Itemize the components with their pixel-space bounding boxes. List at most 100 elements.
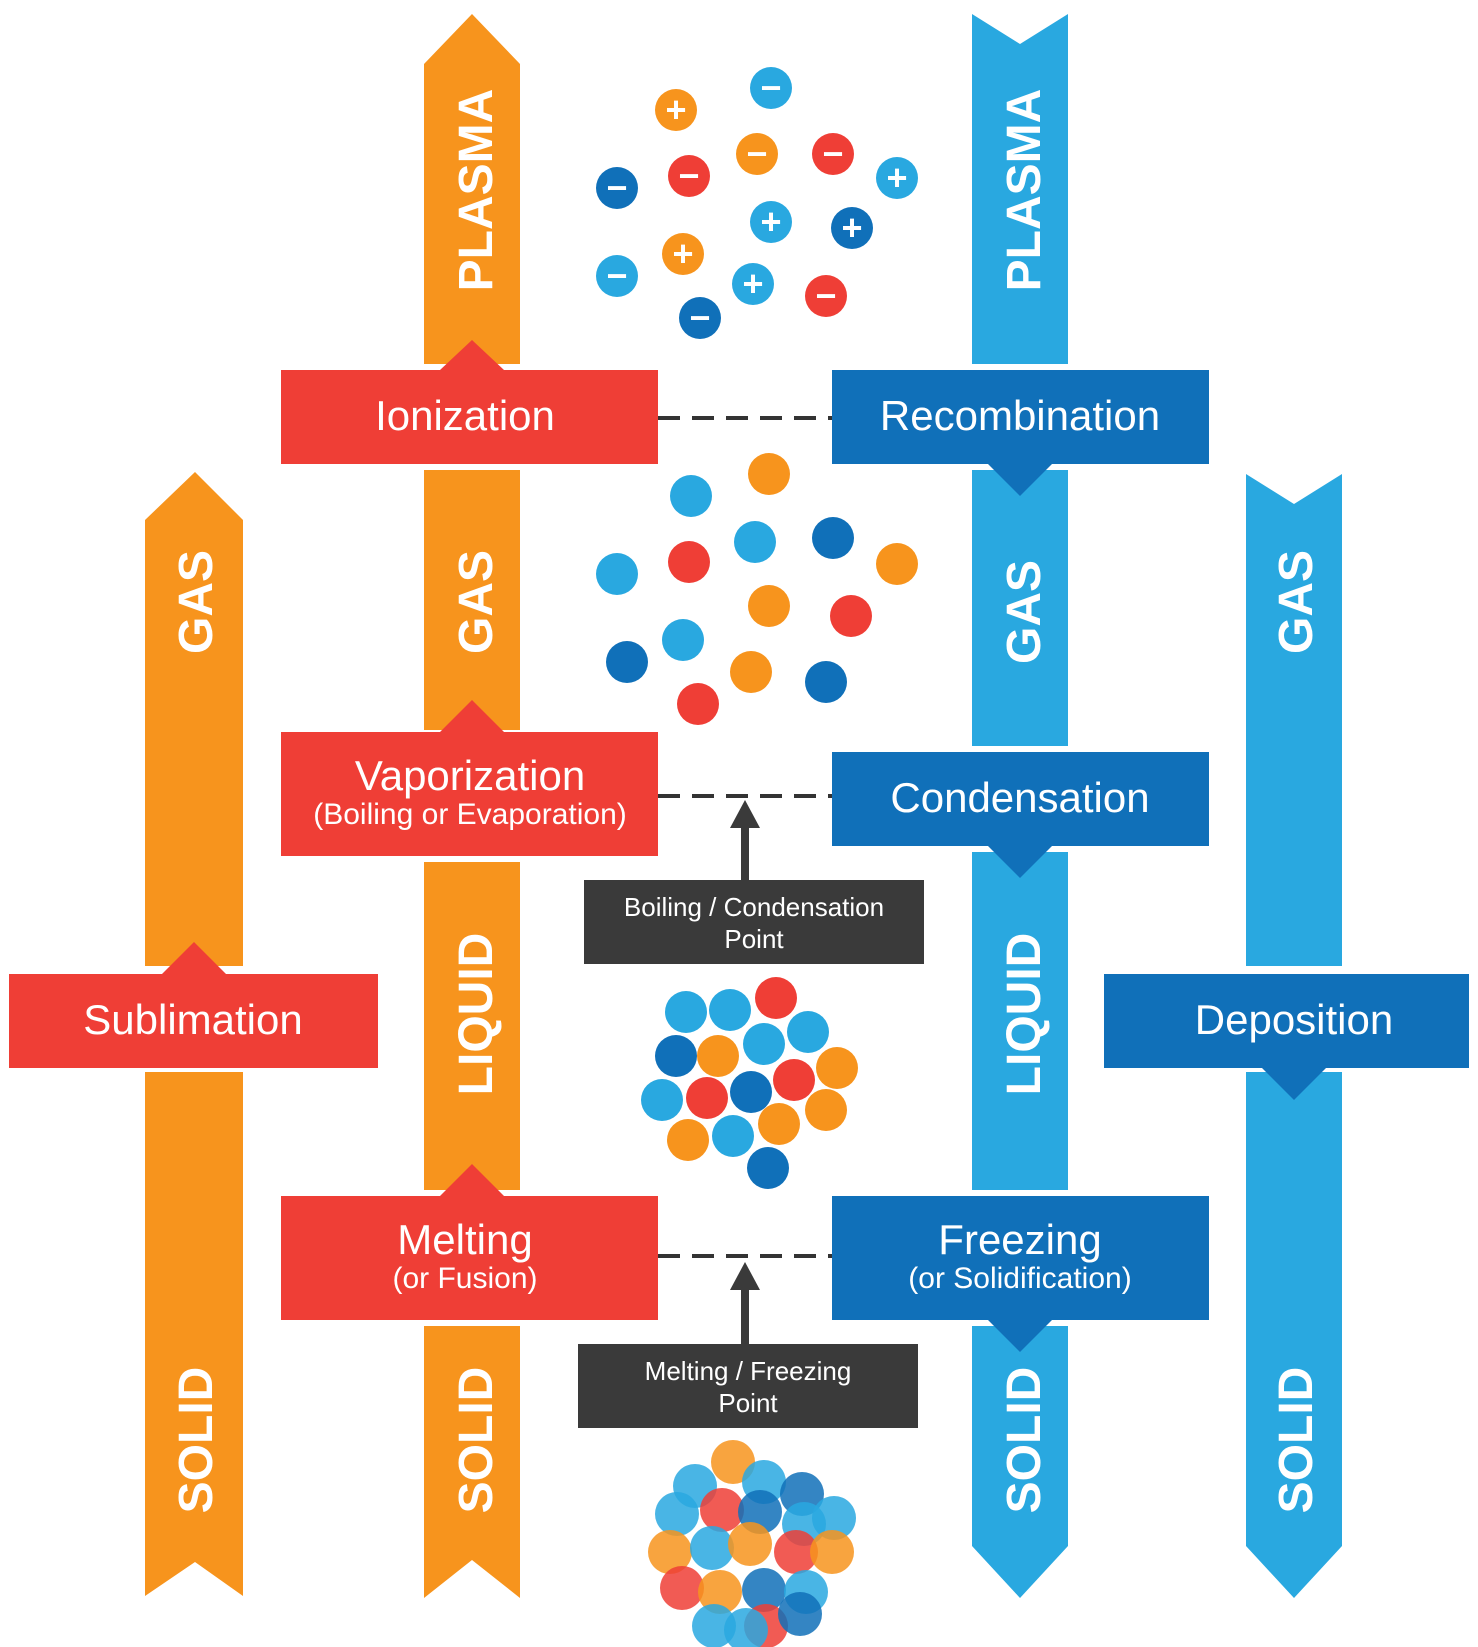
- liquid-particle: [787, 1011, 829, 1053]
- deposition-box: Deposition: [1104, 974, 1469, 1100]
- boiling-point-callout: Boiling / Condensation Point: [584, 800, 924, 964]
- ionization-label: Ionization: [375, 392, 555, 439]
- cooling-arrow-liquid: [972, 852, 1068, 1190]
- melting-point-line1: Melting / Freezing: [645, 1356, 852, 1386]
- plasma-ion: [831, 207, 873, 249]
- plasma-ion: [596, 167, 638, 209]
- plasma-ion: [805, 275, 847, 317]
- solid-particle: [698, 1570, 742, 1614]
- heating-arrow-solid: [424, 1326, 520, 1598]
- plasma-ion: [662, 233, 704, 275]
- melting-sublabel: (or Fusion): [392, 1262, 537, 1295]
- liquid-particle-cluster: [641, 977, 858, 1189]
- heating-arrow: PLASMA GAS LIQUID SOLID: [424, 14, 520, 1598]
- gas-particle: [730, 651, 772, 693]
- plasma-ion: [732, 263, 774, 305]
- negative-charge-sign: −: [606, 167, 627, 208]
- plasma-particle-cluster: +−−−−−+++−++−−: [596, 67, 918, 339]
- negative-charge-sign: −: [746, 133, 767, 174]
- gas-particle-cluster: [596, 453, 918, 725]
- gas-particle: [596, 553, 638, 595]
- plasma-ion: [876, 157, 918, 199]
- positive-charge-sign: +: [841, 207, 862, 248]
- cooling-arrow: PLASMA GAS LIQUID SOLID: [972, 14, 1068, 1598]
- gas-particle: [662, 619, 704, 661]
- plasma-ion: [750, 201, 792, 243]
- negative-charge-sign: −: [689, 297, 710, 338]
- condensation-label: Condensation: [890, 774, 1149, 821]
- recombination-label: Recombination: [880, 392, 1160, 439]
- gas-particle: [812, 517, 854, 559]
- state-label-solid-col4: SOLID: [1270, 1367, 1323, 1514]
- gas-particle: [748, 453, 790, 495]
- recombination-box: Recombination: [832, 370, 1209, 496]
- positive-charge-sign: +: [742, 263, 763, 304]
- solid-particle: [810, 1530, 854, 1574]
- liquid-particle: [743, 1023, 785, 1065]
- liquid-particle: [665, 991, 707, 1033]
- solid-particle-cluster: [648, 1440, 856, 1647]
- solid-particle: [728, 1522, 772, 1566]
- liquid-particle: [805, 1089, 847, 1131]
- gas-particle: [734, 521, 776, 563]
- state-label-plasma-col3: PLASMA: [998, 89, 1051, 292]
- state-label-solid-col2: SOLID: [450, 1367, 503, 1514]
- solid-particle: [660, 1566, 704, 1610]
- negative-charge-sign: −: [606, 255, 627, 296]
- state-label-gas-col1: GAS: [170, 550, 223, 654]
- condensation-box: Condensation: [832, 752, 1209, 878]
- melting-point-box: [578, 1344, 918, 1428]
- gas-particle: [670, 475, 712, 517]
- state-label-gas-col4: GAS: [1270, 550, 1323, 654]
- solid-particle: [812, 1496, 856, 1540]
- plasma-ion: [750, 67, 792, 109]
- deposition-arrow: GAS SOLID: [1246, 474, 1342, 1598]
- positive-charge-sign: +: [886, 157, 907, 198]
- gas-particle: [606, 641, 648, 683]
- solid-particle: [774, 1530, 818, 1574]
- plasma-ion: [736, 133, 778, 175]
- deposition-arrow-lower: [1246, 1072, 1342, 1598]
- liquid-particle: [758, 1103, 800, 1145]
- plasma-ion: [668, 155, 710, 197]
- liquid-particle: [712, 1115, 754, 1157]
- freezing-sublabel: (or Solidification): [908, 1262, 1131, 1295]
- negative-charge-sign: −: [822, 133, 843, 174]
- heating-arrow-liquid: [424, 862, 520, 1190]
- sublimation-box: Sublimation: [9, 942, 378, 1068]
- positive-charge-sign: +: [760, 201, 781, 242]
- freezing-label: Freezing: [938, 1216, 1101, 1263]
- vaporization-box: Vaporization (Boiling or Evaporation): [281, 700, 658, 856]
- liquid-particle: [730, 1071, 772, 1113]
- melting-point-callout: Melting / Freezing Point: [578, 1262, 918, 1428]
- solid-particle: [778, 1592, 822, 1636]
- negative-charge-sign: −: [760, 67, 781, 108]
- melting-box: Melting (or Fusion): [281, 1164, 658, 1320]
- sublimation-arrow: GAS SOLID: [145, 472, 243, 1596]
- cooling-arrow-plasma: [972, 14, 1068, 364]
- state-label-liquid-col2: LIQUID: [450, 933, 503, 1096]
- heating-arrow-plasma: [424, 14, 520, 364]
- state-label-plasma-col2: PLASMA: [450, 89, 503, 292]
- liquid-particle: [773, 1059, 815, 1101]
- freezing-box: Freezing (or Solidification): [832, 1196, 1209, 1352]
- liquid-particle: [816, 1047, 858, 1089]
- plasma-ion: [679, 297, 721, 339]
- solid-particle: [655, 1492, 699, 1536]
- heating-arrow-gas: [424, 470, 520, 730]
- melting-point-line2: Point: [718, 1388, 778, 1418]
- solid-particle: [700, 1488, 744, 1532]
- vaporization-sublabel: (Boiling or Evaporation): [313, 798, 627, 831]
- vaporization-label: Vaporization: [355, 752, 585, 799]
- boiling-point-arrow-head: [730, 800, 760, 828]
- plasma-ion: [596, 255, 638, 297]
- negative-charge-sign: −: [815, 275, 836, 316]
- deposition-arrow-upper: [1246, 474, 1342, 966]
- sublimation-arrow-upper: [145, 472, 243, 966]
- state-label-liquid-col3: LIQUID: [998, 933, 1051, 1096]
- positive-charge-sign: +: [665, 89, 686, 130]
- solid-particle: [690, 1526, 734, 1570]
- boiling-point-box: [584, 880, 924, 964]
- positive-charge-sign: +: [672, 233, 693, 274]
